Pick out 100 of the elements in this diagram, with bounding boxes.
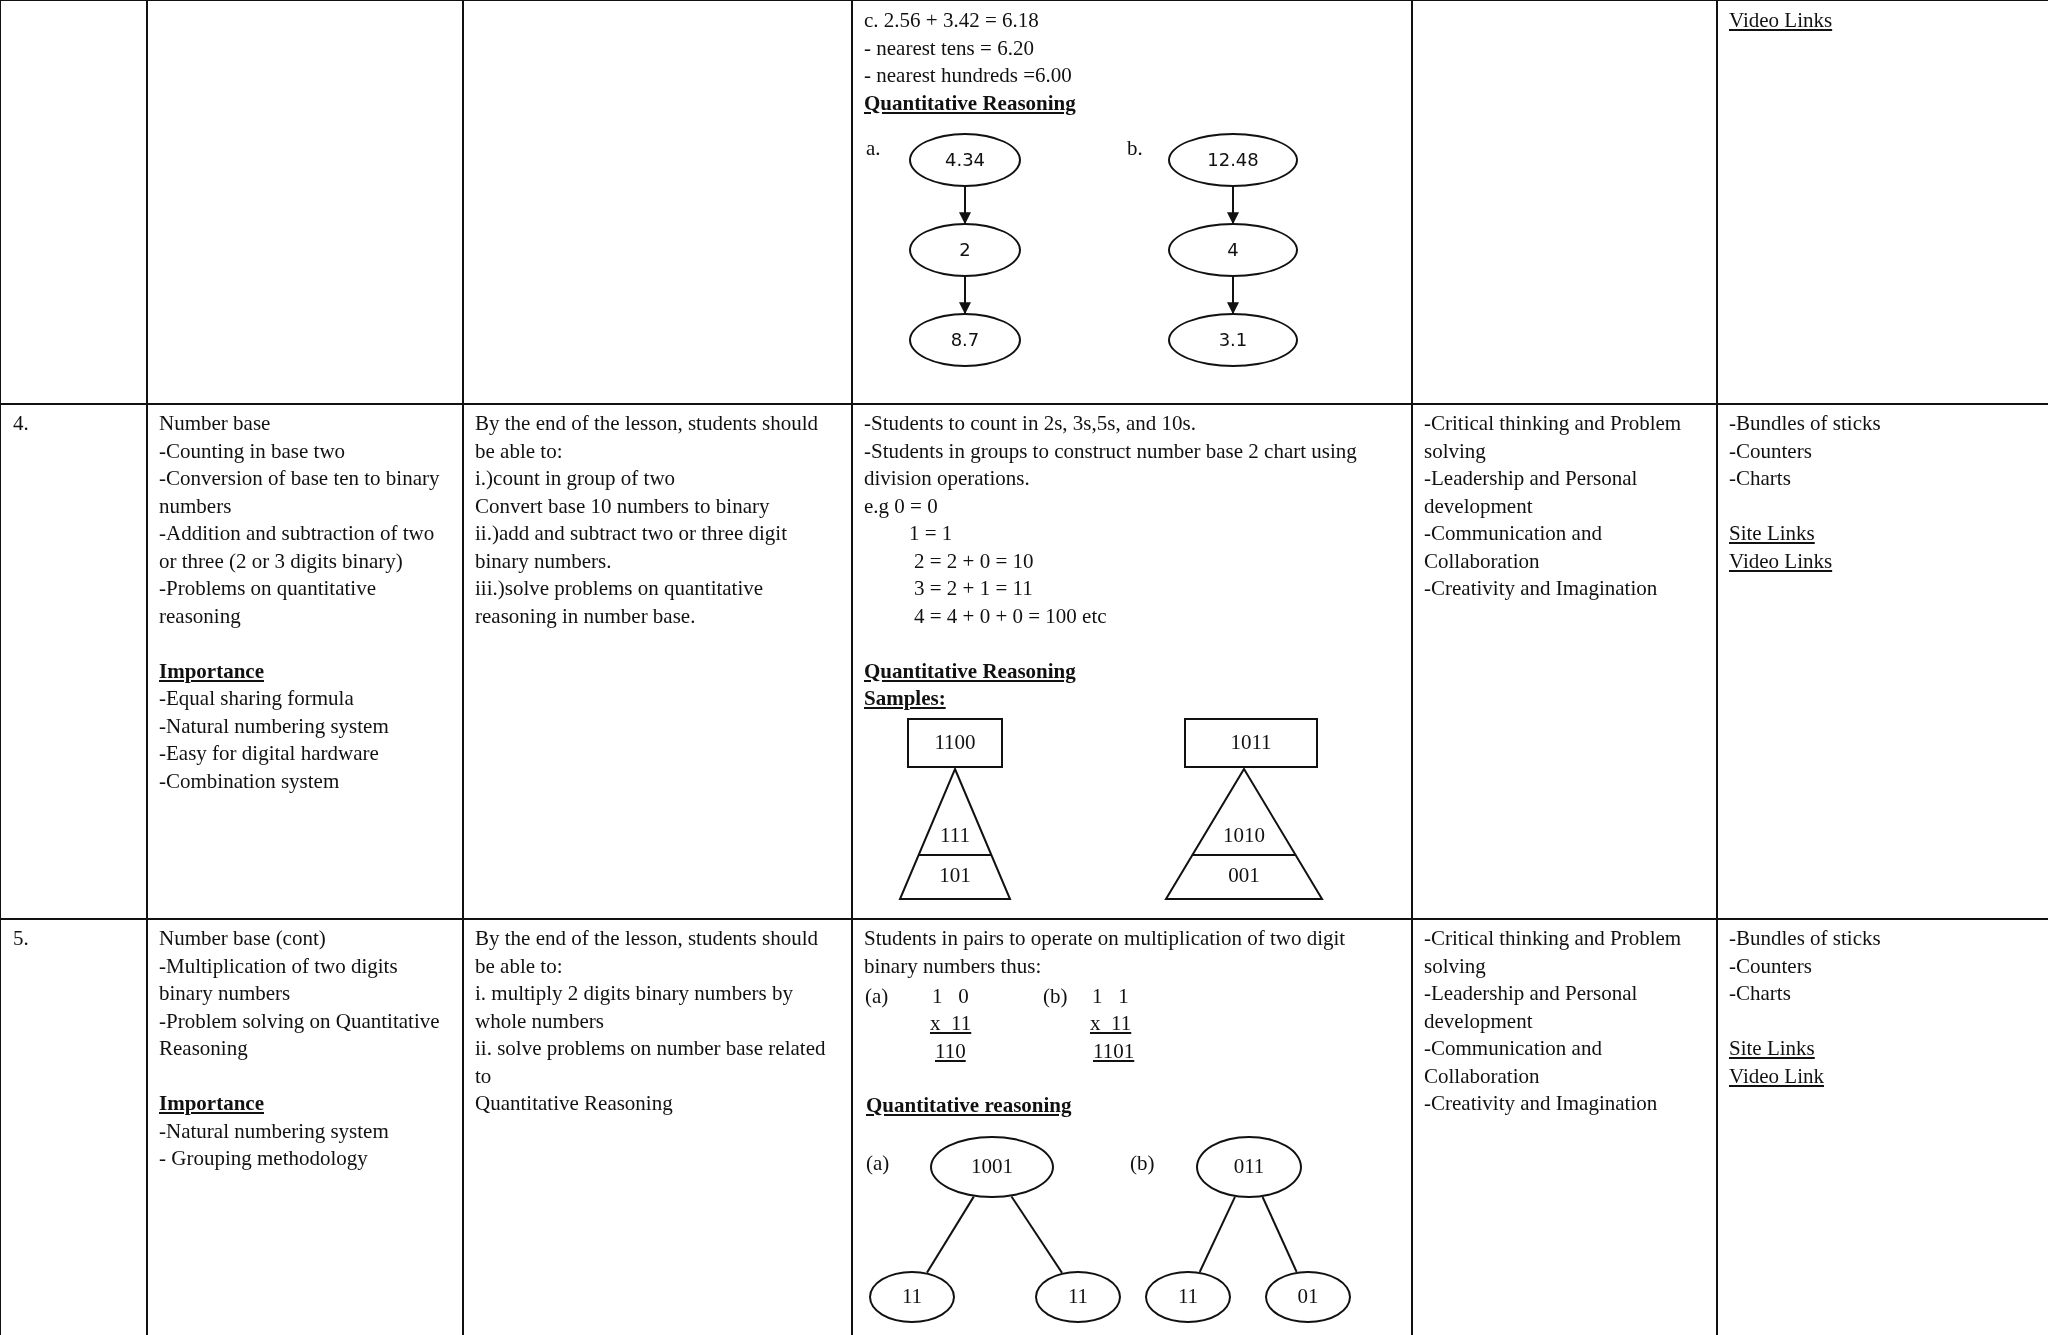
node-value: 111 (939, 821, 971, 849)
text-line: -Counting in base two (159, 437, 347, 465)
row-number: 5. (13, 925, 30, 952)
text-line: 1 1 (1092, 983, 1129, 1010)
text-line: i.)count in group of two (475, 465, 677, 492)
text-line: c. 2.56 + 3.42 = 6.18 (864, 7, 1040, 34)
text-line: -Natural numbering system (159, 1117, 390, 1145)
text-line: e.g 0 = 0 (864, 492, 939, 520)
text-line: 2 = 2 + 0 = 10 (913, 547, 1035, 575)
node-value: 8.7 (949, 328, 981, 353)
text-line: -Students to count in 2s, 3s,5s, and 10s. (864, 410, 1197, 437)
connector-line (1198, 1195, 1236, 1273)
item-marker: (a) (865, 983, 889, 1010)
number-ellipse (1168, 133, 1298, 187)
text-line: -Conversion of base ten to binary numbers (159, 465, 441, 520)
text-line: -Equal sharing formula (159, 685, 355, 712)
text-line: 3 = 2 + 1 = 11 (913, 575, 1034, 602)
arrow (1227, 186, 1239, 225)
text-line: - Grouping methodology (159, 1145, 369, 1172)
text-line: -Students in groups to construct number base 2 chart using division operations. (864, 437, 1358, 492)
text-line: - nearest tens = 6.20 (864, 34, 1035, 62)
text-line: -Charts (1729, 465, 1792, 492)
text-line: 110 (935, 1038, 966, 1065)
connector-line (1261, 1195, 1298, 1273)
row-number: 4. (13, 410, 30, 437)
text-line: Quantitative Reasoning (475, 1090, 674, 1117)
number-ellipse (909, 133, 1021, 187)
node-value: 3.1 (1217, 328, 1249, 353)
node-value: 11 (1176, 1283, 1200, 1311)
text-line: -Leadership and Personal development (1424, 465, 1639, 520)
text-line: -Critical thinking and Problem solving (1424, 925, 1683, 980)
node-value: 101 (938, 862, 972, 890)
node-value: 4 (1226, 238, 1240, 263)
text-line: - nearest hundreds =6.00 (864, 62, 1073, 89)
connector-line (1010, 1195, 1064, 1274)
node-value: 1010 (1222, 821, 1266, 849)
text-line: -Communication and Collaboration (1424, 1035, 1603, 1090)
number-ellipse (1168, 313, 1298, 367)
text-line: -Combination system (159, 767, 341, 795)
text-line: Convert base 10 numbers to binary (475, 492, 771, 520)
link-heading: Video Links (1729, 547, 1834, 575)
number-triangle (1165, 768, 1323, 900)
item-marker: (a) (866, 1150, 890, 1177)
node-value: 4.34 (943, 148, 987, 173)
item-marker: (b) (1043, 983, 1068, 1010)
text-line: -Communication and Collaboration (1424, 520, 1603, 575)
number-ellipse (909, 313, 1021, 367)
number-ellipse (1035, 1271, 1121, 1323)
link-heading: Site Links (1729, 1035, 1816, 1062)
text-line: -Addition and subtraction of two or three (2 or 3 digits binary) (159, 520, 436, 575)
link-heading: Video Link (1729, 1062, 1825, 1090)
number-ellipse (909, 223, 1021, 277)
text-line: -Creativity and Imagination (1424, 1090, 1659, 1117)
text-line: -Leadership and Personal development (1424, 980, 1639, 1035)
arrow (959, 186, 971, 225)
text-line: Number base (159, 410, 272, 437)
text-line: -Multiplication of two digits binary numbers (159, 952, 399, 1007)
node-value: 11 (1066, 1283, 1090, 1311)
text-line: -Charts (1729, 980, 1792, 1007)
node-value: 1001 (970, 1153, 1014, 1181)
text-line: ii.)add and subtract two or three digit binary numbers. (475, 520, 788, 575)
text-line: -Bundles of sticks (1729, 410, 1882, 437)
node-value: 011 (1232, 1153, 1266, 1181)
section-heading: Quantitative reasoning (866, 1092, 1072, 1119)
text-line: Number base (cont) (159, 925, 327, 952)
section-heading: Quantitative Reasoning (864, 89, 1077, 117)
number-box (907, 718, 1003, 768)
number-ellipse (930, 1136, 1054, 1198)
node-value: 001 (1227, 862, 1261, 890)
node-value: 12.48 (1206, 148, 1260, 173)
text-line: -Problem solving on Quantitative Reasoning (159, 1007, 441, 1062)
node-value: 2 (958, 238, 972, 263)
text-line: x 11 (1090, 1010, 1132, 1037)
number-ellipse (869, 1271, 955, 1323)
text-line: -Easy for digital hardware (159, 740, 380, 767)
link-heading: Site Links (1729, 520, 1816, 547)
node-value: 11 (900, 1283, 924, 1311)
number-ellipse (1196, 1136, 1302, 1198)
node-value: 1011 (1229, 729, 1273, 757)
item-marker: a. (866, 135, 881, 162)
text-line: -Creativity and Imagination (1424, 575, 1659, 602)
node-value: 01 (1296, 1283, 1320, 1311)
text-line: -Critical thinking and Problem solving (1424, 410, 1683, 465)
item-marker: b. (1127, 135, 1143, 162)
section-heading: Importance (159, 1090, 265, 1117)
text-line: -Counters (1729, 952, 1813, 980)
text-line: By the end of the lesson, students should be able to: (475, 410, 819, 465)
connector-line (926, 1195, 975, 1274)
section-heading: Quantitative Reasoning (864, 657, 1077, 685)
text-line: 1101 (1093, 1038, 1135, 1065)
text-line: x 11 (930, 1010, 972, 1037)
section-heading: Samples: (864, 685, 947, 712)
text-line: -Counters (1729, 437, 1813, 465)
text-line: 1 0 (932, 983, 969, 1010)
item-marker: (b) (1130, 1150, 1155, 1177)
text-line: -Natural numbering system (159, 712, 390, 740)
text-line: -Bundles of sticks (1729, 925, 1882, 952)
text-line: 1 = 1 (908, 520, 954, 547)
arrow (959, 276, 971, 315)
node-value: 1100 (933, 729, 977, 757)
